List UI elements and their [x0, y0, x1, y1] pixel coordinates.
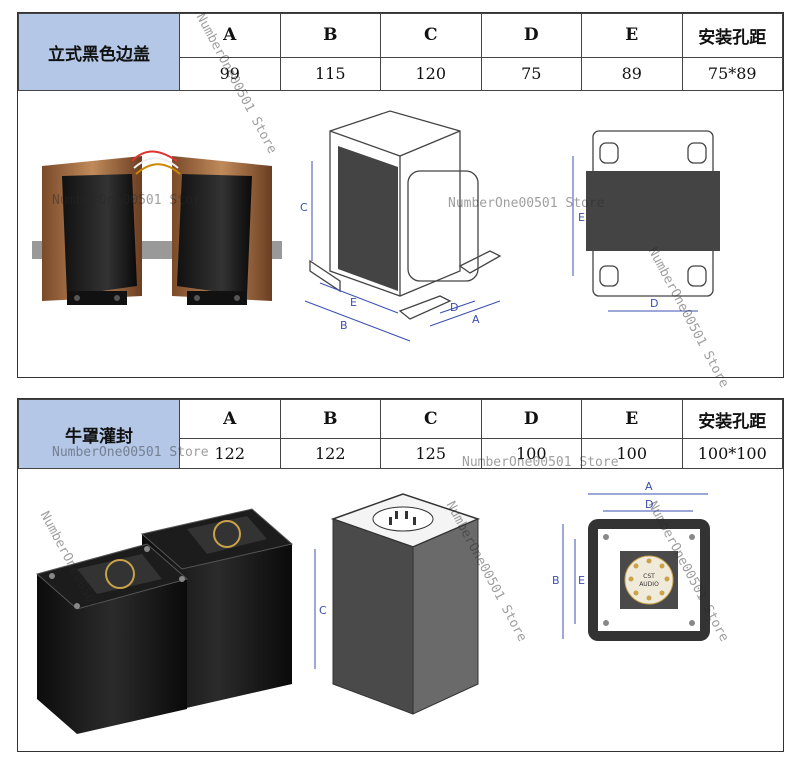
product-name: 牛罩灌封	[18, 399, 180, 469]
product-photo	[35, 508, 294, 734]
section-vertical-black-cover: 立式黑色边盖 A B C D E 安装孔距 99 115 120 75 89 7…	[17, 11, 784, 390]
value-cell: 100*100	[681, 438, 783, 469]
dim-label: E	[578, 574, 585, 587]
socket-label: CST	[643, 573, 655, 580]
header-cell: A	[179, 13, 281, 58]
table-row: 牛罩灌封 A B C D E 安装孔距	[18, 399, 783, 469]
value-cell: 99	[179, 56, 281, 92]
header-cell: C	[380, 399, 482, 439]
header-cell: 安装孔距	[681, 13, 783, 58]
dim-label: C	[319, 604, 327, 617]
value-cell: 122	[279, 438, 381, 469]
table-row: 99 115 120 75 89 75*89	[19, 56, 783, 92]
product-name: 立式黑色边盖	[18, 13, 180, 91]
table-row: 立式黑色边盖 A B C D E 安装孔距	[18, 13, 783, 91]
header-cell: E	[581, 13, 683, 58]
dim-label: E	[578, 211, 585, 224]
value-cell: 115	[279, 56, 381, 92]
isometric-dimension-drawing: C	[314, 493, 481, 715]
value-cell: 100	[581, 438, 683, 469]
value-cell: 125	[380, 438, 482, 469]
spec-table: 牛罩灌封 A B C D E 安装孔距 122 122 125 100 100 …	[18, 399, 783, 469]
header-cell: E	[581, 399, 683, 439]
dim-label: E	[350, 296, 357, 309]
top-view-drawing: A D B E CST AUDIO	[552, 480, 710, 641]
top-view-drawing: E D	[572, 130, 720, 312]
dim-label: B	[340, 319, 348, 332]
header-cell: B	[279, 399, 381, 439]
socket-label: AUDIO	[639, 581, 659, 588]
value-cell: 89	[581, 56, 683, 92]
header-cell: B	[279, 13, 381, 58]
value-cell: 100	[480, 438, 582, 469]
header-cell: D	[480, 13, 582, 58]
dim-label: D	[650, 297, 658, 310]
header-cell: 安装孔距	[681, 399, 783, 439]
value-cell: 75	[480, 56, 582, 92]
header-cell: C	[380, 13, 482, 58]
dim-label: D	[450, 301, 458, 314]
dim-label: A	[472, 313, 480, 326]
value-cell: 120	[380, 56, 482, 92]
dim-label: A	[645, 480, 653, 493]
dim-label: B	[552, 574, 560, 587]
product-photo	[32, 150, 282, 305]
section-potted-cover: 牛罩灌封 A B C D E 安装孔距 122 122 125 100 100 …	[17, 398, 784, 752]
dim-label: C	[300, 201, 308, 214]
table-row: 122 122 125 100 100 100*100	[19, 438, 783, 469]
value-cell: 122	[179, 438, 281, 469]
dim-label: D	[645, 498, 653, 511]
isometric-dimension-drawing: C E B D A	[300, 110, 502, 342]
header-cell: A	[179, 399, 281, 439]
header-cell: D	[480, 399, 582, 439]
spec-table: 立式黑色边盖 A B C D E 安装孔距 99 115 120 75 89 7…	[18, 13, 783, 92]
value-cell: 75*89	[681, 56, 783, 92]
